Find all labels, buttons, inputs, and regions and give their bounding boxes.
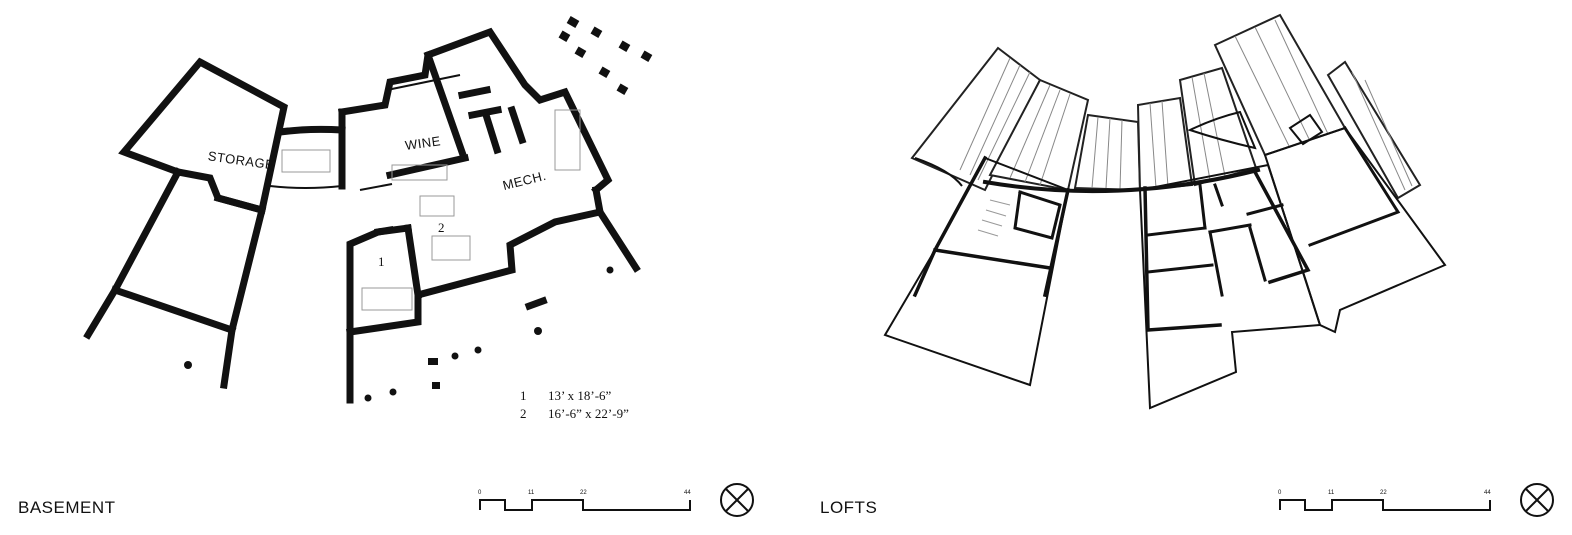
loft-room-div-6	[1213, 183, 1224, 207]
lofts-title: LOFTS	[820, 498, 877, 517]
room1-east-wall	[404, 224, 422, 299]
lofts-scale-tick-11: 11	[1328, 490, 1335, 496]
mech-partition-1	[457, 85, 492, 100]
loft-east-walls	[1308, 125, 1401, 247]
wine-label: WINE	[404, 133, 442, 153]
lofts-scale-tick-0: 0	[1278, 490, 1282, 496]
basement-scale-bar: 0 11 22 44	[478, 490, 691, 511]
lofts-scale-tick-22: 22	[1380, 490, 1387, 496]
basement-plan: STORAGE WINE MECH. 1 2 1	[18, 16, 754, 517]
basement-title: BASEMENT	[18, 498, 116, 517]
storage-room	[118, 57, 288, 215]
roof-panel-1	[910, 46, 1042, 192]
roof-vent-icon	[1288, 113, 1324, 146]
stair-wall	[359, 183, 393, 191]
room1-north-wall	[374, 224, 412, 236]
loft-room-div-2	[1146, 263, 1214, 274]
lofts-north-arrow-icon	[1520, 483, 1554, 517]
scale-tick-0: 0	[478, 490, 482, 496]
mech-partition-4	[507, 105, 527, 145]
scale-tick-11: 11	[528, 490, 535, 496]
legend-2-num: 2	[520, 406, 527, 421]
room1-number: 1	[378, 254, 385, 269]
loft-west-floor	[883, 156, 1070, 387]
loft-door-swing	[914, 157, 963, 187]
scale-tick-44: 44	[684, 490, 691, 496]
west-wing-crosswall	[110, 285, 237, 335]
loft-room-div-4	[1208, 223, 1252, 234]
loft-stair	[977, 199, 1011, 237]
loft-center-walls-2	[1252, 169, 1311, 285]
legend-2-dims: 16’-6” x 22’-9”	[548, 406, 629, 421]
loft-west-walls	[912, 155, 988, 298]
loft-center-walls	[1143, 186, 1222, 332]
loft-west-rooms	[1013, 190, 1062, 240]
loft-room-div-3	[1198, 183, 1207, 230]
loft-east-floor	[1263, 126, 1447, 334]
wine-north	[386, 74, 461, 91]
loft-curved-beam	[982, 167, 1261, 194]
seating	[361, 287, 413, 311]
table-fixture	[419, 195, 455, 217]
pool-table	[431, 235, 471, 261]
roof-hatching	[959, 19, 1413, 191]
loft-room-div-8	[1208, 230, 1224, 297]
loft-room-div-5	[1246, 203, 1284, 216]
roof-panel-7	[1326, 60, 1422, 200]
lofts-scale-tick-44: 44	[1484, 490, 1491, 496]
bridge-counter	[281, 149, 331, 173]
wine-east-wall	[423, 50, 467, 157]
core-mech-wall	[346, 185, 605, 336]
west-wing-inner	[213, 193, 267, 389]
legend-1-num: 1	[520, 388, 527, 403]
room-legend: 1 13’ x 18’-6” 2 16’-6” x 22’-9”	[520, 388, 629, 421]
lofts-scale-bar: 0 11 22 44	[1278, 490, 1491, 511]
loft-skylight	[1187, 110, 1257, 150]
scale-tick-22: 22	[580, 490, 587, 496]
mech-exterior-leg	[595, 207, 641, 273]
north-arrow-icon	[720, 483, 754, 517]
column-piers	[184, 16, 653, 402]
bridge-south-wall	[269, 185, 343, 189]
loft-center-floor	[1138, 163, 1322, 410]
room2-number: 2	[438, 220, 445, 235]
loft-room-div-1	[1146, 226, 1207, 237]
loft-west-crosswall	[933, 248, 1052, 270]
bridge-north-wall	[276, 125, 346, 136]
core-south-wall	[346, 225, 395, 336]
storage-label: STORAGE	[207, 148, 275, 172]
loft-west-walls-2	[1042, 187, 1071, 298]
loft-room-div-7	[1248, 226, 1267, 282]
wine-counter	[391, 164, 448, 181]
wine-south-wall	[385, 153, 470, 180]
mech-label: MECH.	[501, 168, 548, 193]
roof-panel-3	[1073, 113, 1142, 192]
legend-1-dims: 13’ x 18’-6”	[548, 388, 612, 403]
mech-stair	[554, 109, 581, 171]
mech-partition-3	[482, 113, 502, 155]
mech-partition-2	[467, 105, 503, 120]
lofts-plan: LOFTS 0 11 22 44	[820, 13, 1554, 517]
